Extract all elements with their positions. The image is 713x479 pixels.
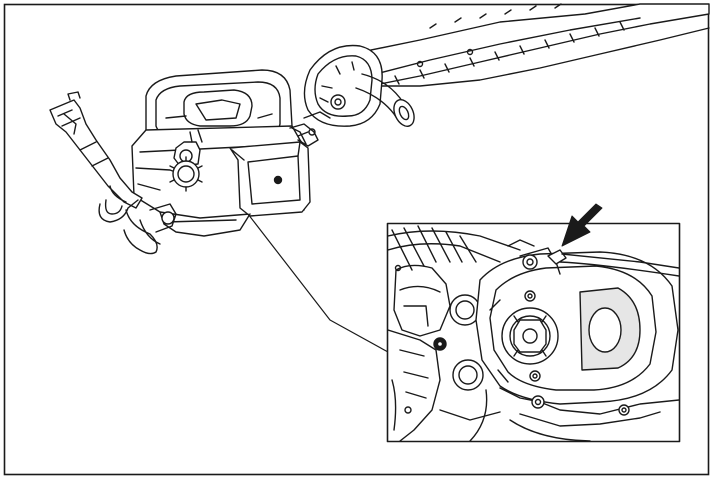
front-handle [303, 44, 415, 127]
handle-bracket [289, 111, 331, 147]
cutter-blade [331, 3, 710, 89]
rear-handle [49, 91, 177, 255]
leader-line [247, 213, 389, 353]
arrow-icon [561, 203, 603, 247]
engine-housing [131, 69, 311, 237]
detail-inset [386, 222, 681, 443]
